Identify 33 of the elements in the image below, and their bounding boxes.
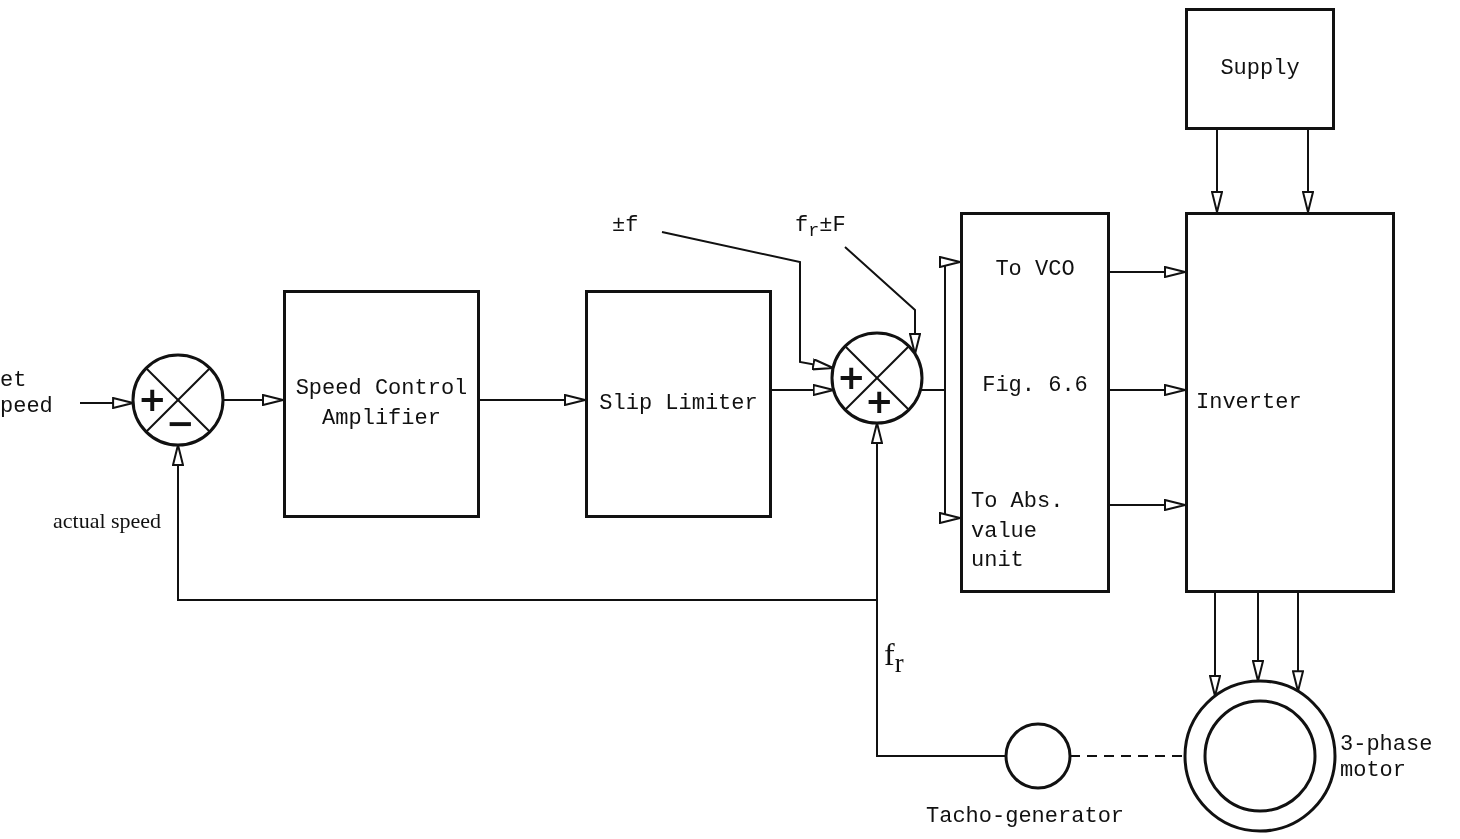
process-box (283, 290, 480, 518)
arrow (1292, 592, 1304, 693)
arrow (1211, 129, 1223, 213)
arrow (479, 394, 586, 406)
node-caption: Tacho-generator (926, 804, 1125, 831)
box-label: To Abs. value unit (971, 487, 1065, 576)
node-caption: 3-phase motor (1340, 732, 1434, 785)
arrow (1109, 384, 1186, 396)
sign-symbol: + (865, 384, 894, 418)
process-box (1185, 8, 1335, 130)
arrow (1302, 129, 1314, 213)
sign-symbol: + (138, 382, 167, 416)
process-box (1185, 212, 1395, 593)
arrow (222, 394, 284, 406)
signal-label: f$_{r}$ (884, 636, 905, 680)
process-box (585, 290, 772, 518)
signal-label: actual speed (53, 508, 163, 534)
box-label: Slip Limiter (599, 390, 758, 419)
box-label: Inverter (1196, 388, 1302, 417)
arrow (771, 384, 835, 396)
arrow (1109, 499, 1186, 511)
box-label: To VCO (995, 256, 1075, 284)
arrow (1209, 592, 1221, 697)
sign-symbol: + (837, 360, 866, 394)
signal-label: f$_{r}$±F (795, 213, 875, 244)
box-label: Speed Control Amplifier (294, 375, 469, 433)
box-label: Supply (1220, 55, 1300, 84)
signal-label: et peed (0, 368, 80, 421)
box-label: Fig. 6.6 (982, 371, 1088, 400)
arrow (1109, 266, 1186, 278)
signal-label: ±f (612, 213, 662, 240)
sign-symbol: − (166, 406, 195, 440)
process-box (960, 212, 1110, 593)
